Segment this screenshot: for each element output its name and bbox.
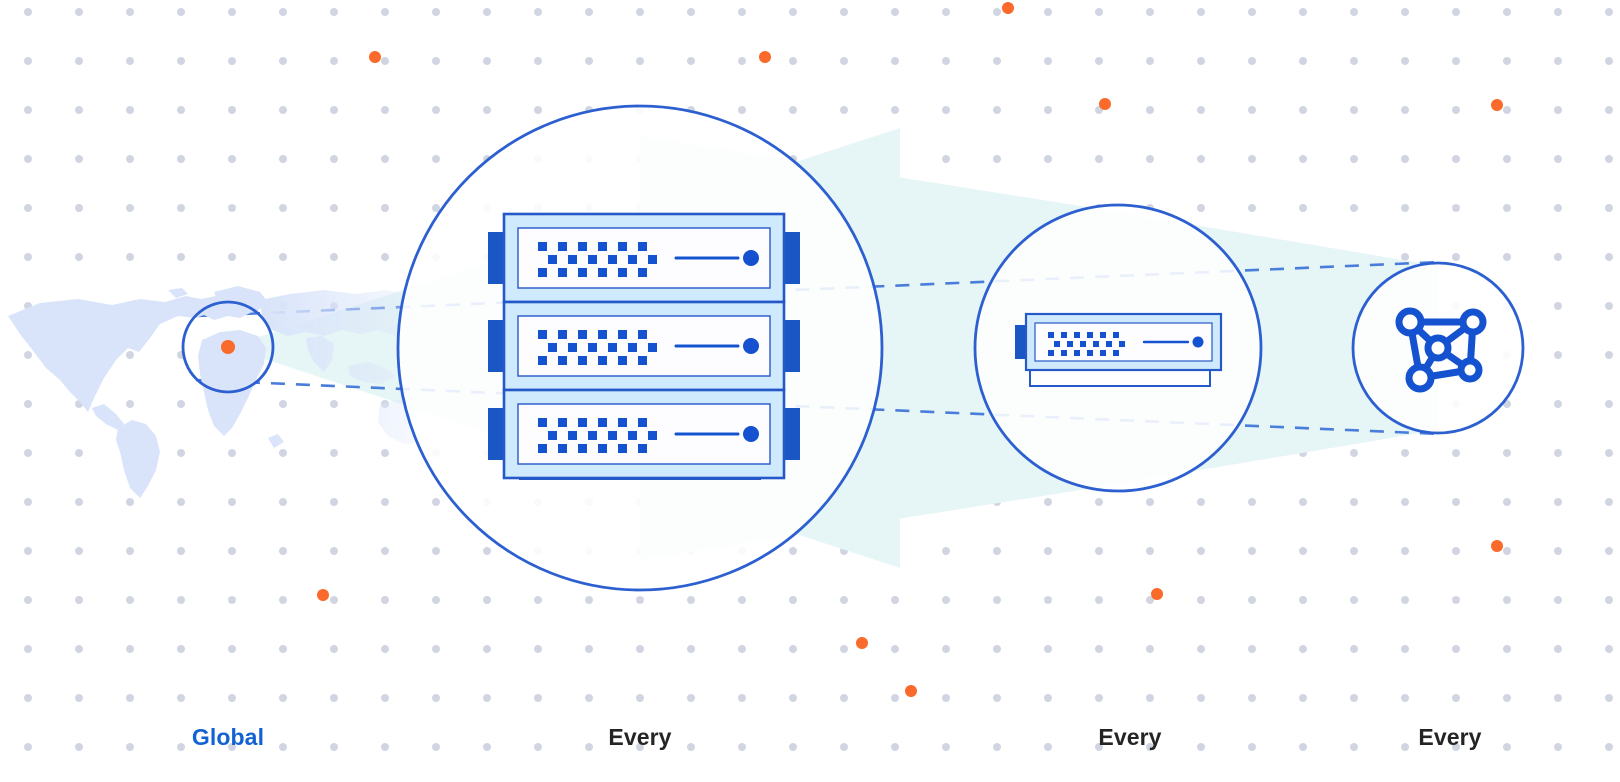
rack-unit-3 xyxy=(486,388,802,480)
stage-label-line1: Every xyxy=(1098,724,1162,751)
accent-dot xyxy=(1491,99,1503,111)
map-highlight-circle xyxy=(181,300,275,394)
stage-label-line1: Global xyxy=(191,724,265,751)
accent-dot xyxy=(1151,588,1163,600)
stage-label-data-center: Every data center xyxy=(540,667,740,782)
accent-dot xyxy=(1099,98,1111,110)
stage-label-service: Every service xyxy=(1350,667,1550,782)
accent-dot xyxy=(222,341,234,353)
stage-label-global-network: Global network xyxy=(128,667,328,782)
network-nodes-icon xyxy=(1395,307,1487,393)
accent-dot xyxy=(905,685,917,697)
accent-dot xyxy=(317,589,329,601)
server-rack-icon xyxy=(486,212,802,480)
accent-dot xyxy=(369,51,381,63)
single-server-icon xyxy=(1013,312,1223,387)
stage-label-line1: Every xyxy=(1418,724,1482,751)
rack-unit-2 xyxy=(486,300,802,392)
accent-dots xyxy=(222,2,1503,697)
accent-dot xyxy=(759,51,771,63)
stage-label-server: Every server xyxy=(1030,667,1230,782)
accent-dot xyxy=(1491,540,1503,552)
accent-dot xyxy=(1002,2,1014,14)
rack-unit-1 xyxy=(486,212,802,304)
accent-dot xyxy=(856,637,868,649)
stage-label-line1: Every xyxy=(608,724,672,751)
